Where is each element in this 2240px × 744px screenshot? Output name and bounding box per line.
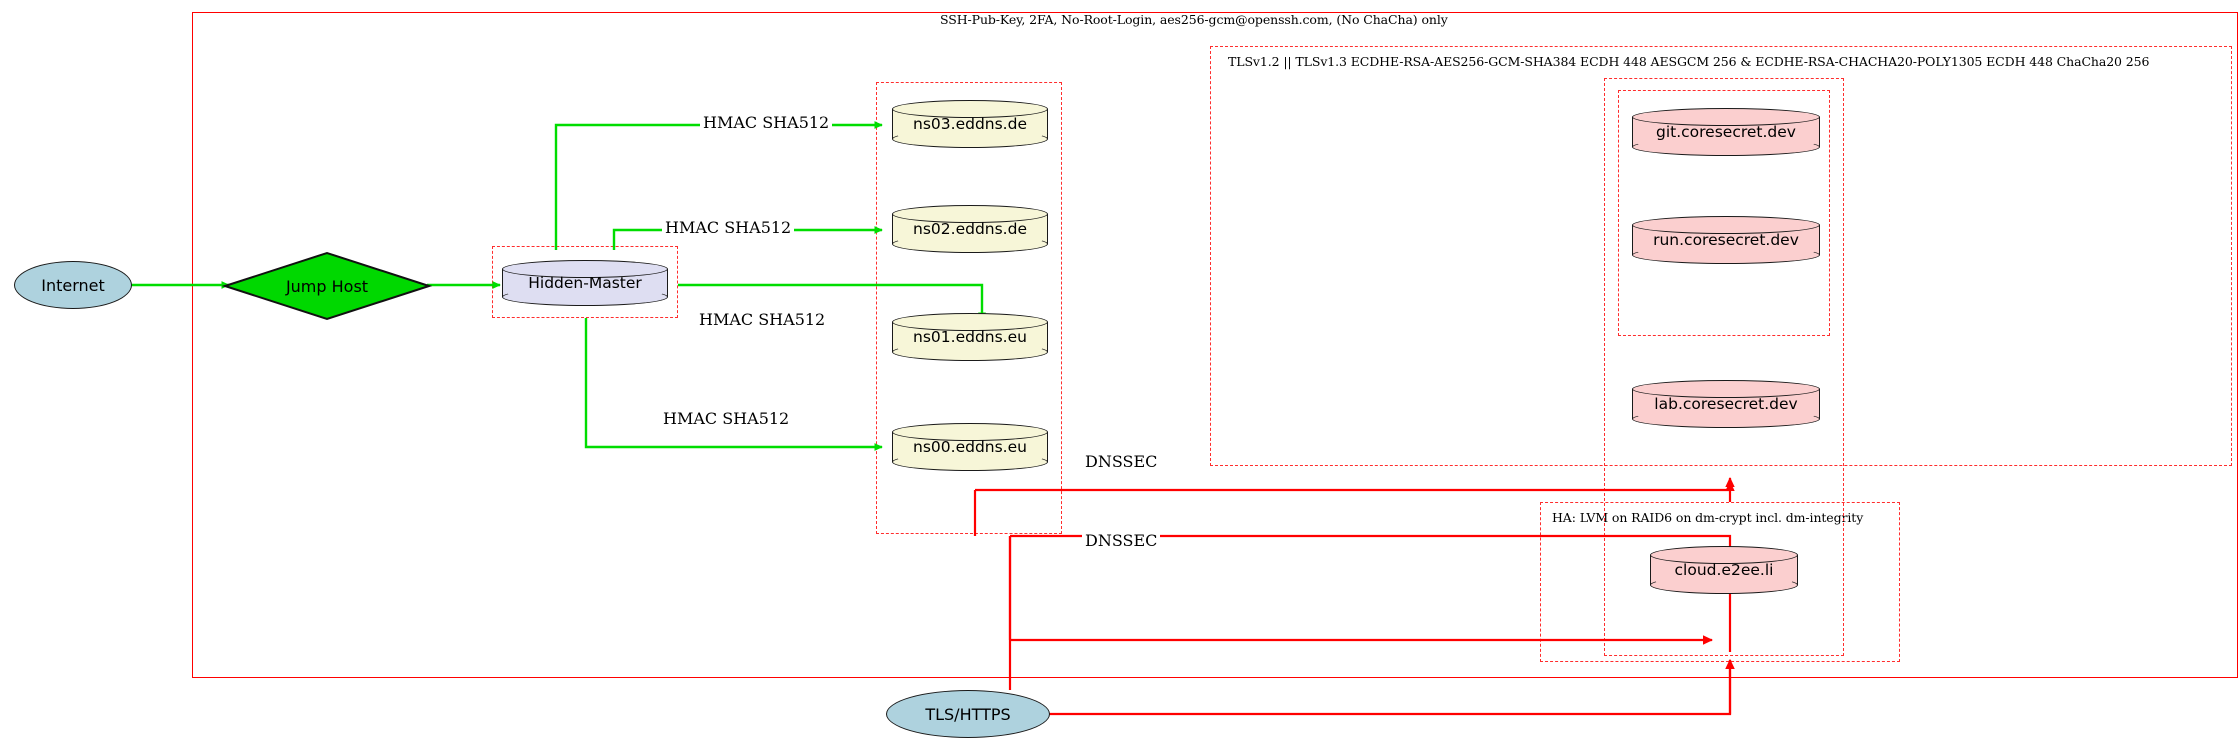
cluster-services-boundary [1604,78,1844,656]
node-internet[interactable]: Internet [14,261,132,309]
node-run-coresecret-label: run.coresecret.dev [1653,231,1799,249]
cylinder-bottom [1650,576,1798,594]
jump-host-shape [221,251,433,321]
cylinder-bottom [892,453,1048,471]
cylinder-top [1650,546,1798,564]
node-tls-https[interactable]: TLS/HTTPS [886,690,1050,738]
node-git-coresecret-label: git.coresecret.dev [1656,123,1796,141]
node-jump-host[interactable]: Jump Host [221,250,433,322]
cylinder-top [502,260,668,278]
cylinder-top [892,313,1048,331]
cluster-ha-boundary-label: HA: LVM on RAID6 on dm-crypt incl. dm-in… [1552,510,1864,525]
node-ns00-label: ns00.eddns.eu [913,438,1027,456]
edge-label-hmac-ns02: HMAC SHA512 [662,218,795,237]
cylinder-bottom [1632,410,1820,428]
node-internet-label: Internet [41,275,105,295]
cylinder-top [1632,380,1820,398]
cluster-tls-boundary [1210,46,2232,466]
cluster-inner-services-boundary [1618,90,1830,336]
node-git-coresecret[interactable]: git.coresecret.dev [1632,108,1820,156]
cluster-tls-boundary-label: TLSv1.2 || TLSv1.3 ECDHE-RSA-AES256-GCM-… [1228,54,2150,69]
edge-label-hmac-ns03: HMAC SHA512 [700,113,833,132]
node-hidden-master[interactable]: Hidden-Master [502,260,668,306]
cylinder-bottom [892,130,1048,148]
cylinder-bottom [1632,138,1820,156]
node-ns01[interactable]: ns01.eddns.eu [892,313,1048,361]
node-ns03[interactable]: ns03.eddns.de [892,100,1048,148]
cylinder-bottom [1632,246,1820,264]
node-hidden-master-label: Hidden-Master [528,274,642,292]
cluster-ssh-boundary-label: SSH-Pub-Key, 2FA, No-Root-Login, aes256-… [940,12,1448,27]
node-ns00[interactable]: ns00.eddns.eu [892,423,1048,471]
node-ns03-label: ns03.eddns.de [913,115,1027,133]
edge-label-dnssec-lower: DNSSEC [1082,531,1161,550]
cylinder-top [892,423,1048,441]
cylinder-bottom [502,288,668,306]
node-tls-https-label: TLS/HTTPS [925,704,1011,724]
edge-label-dnssec-upper: DNSSEC [1082,452,1161,471]
edge-label-hmac-ns01: HMAC SHA512 [696,310,829,329]
cylinder-bottom [892,343,1048,361]
cylinder-top [1632,108,1820,126]
node-ns02[interactable]: ns02.eddns.de [892,205,1048,253]
cylinder-top [1632,216,1820,234]
node-run-coresecret[interactable]: run.coresecret.dev [1632,216,1820,264]
node-ns01-label: ns01.eddns.eu [913,328,1027,346]
cylinder-top [892,205,1048,223]
cylinder-bottom [892,235,1048,253]
node-lab-coresecret[interactable]: lab.coresecret.dev [1632,380,1820,428]
node-lab-coresecret-label: lab.coresecret.dev [1654,395,1798,413]
node-ns02-label: ns02.eddns.de [913,220,1027,238]
edge-label-hmac-ns00: HMAC SHA512 [660,409,793,428]
cylinder-top [892,100,1048,118]
node-cloud-e2ee-label: cloud.e2ee.li [1674,561,1774,579]
node-jump-host-label: Jump Host [285,276,369,296]
node-cloud-e2ee[interactable]: cloud.e2ee.li [1650,546,1798,594]
